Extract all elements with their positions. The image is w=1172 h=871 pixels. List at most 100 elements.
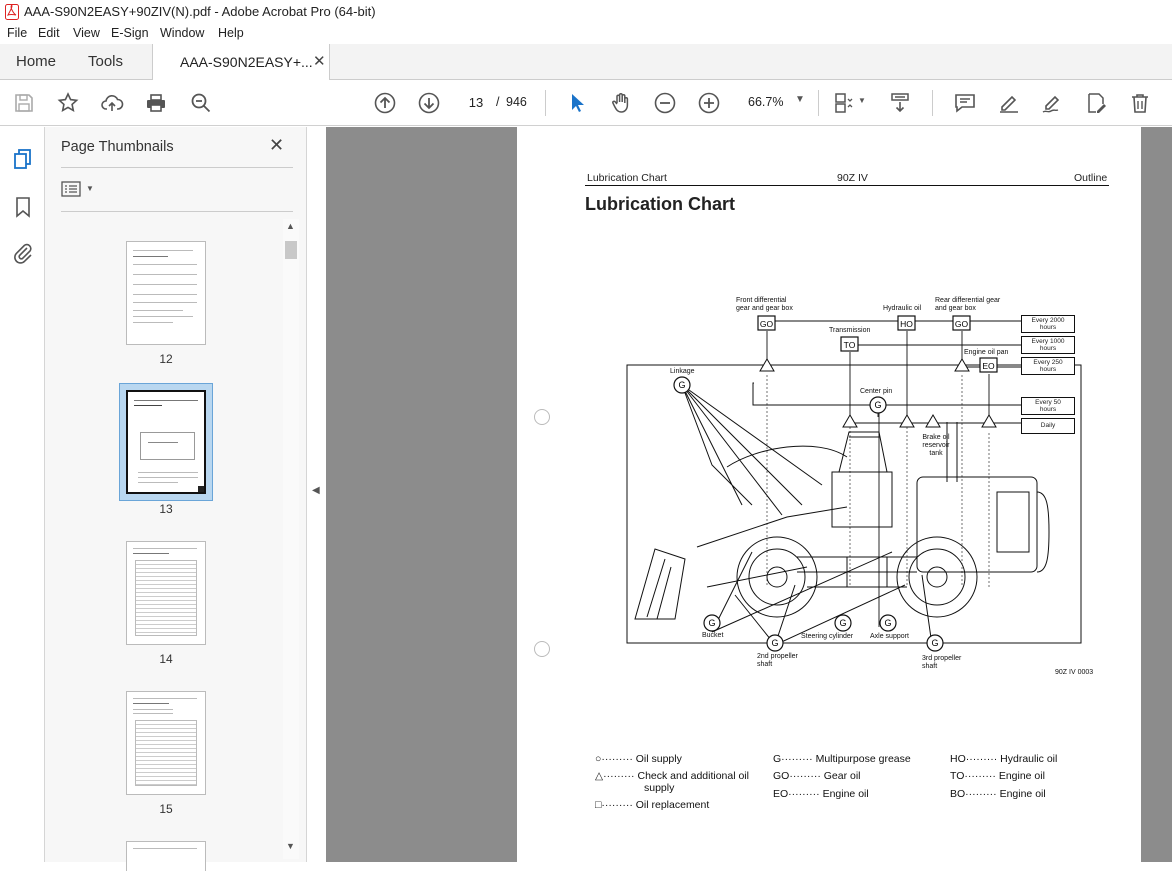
zoom-search-icon[interactable] (189, 91, 213, 115)
menu-help[interactable]: Help (218, 26, 244, 40)
menu-file[interactable]: File (7, 26, 28, 40)
collapse-panel-icon[interactable]: ◀ (312, 485, 320, 496)
legend-to: TO········· Engine oil (950, 770, 1045, 782)
menu-esign[interactable]: E-Sign (111, 26, 149, 40)
thumbnail-options-dropdown-icon[interactable]: ▼ (86, 184, 94, 193)
toolbar: 13 / 946 66.7% ▼ ▼ (0, 80, 1172, 126)
scroll-up-icon[interactable]: ▲ (286, 221, 295, 231)
close-tab-icon[interactable]: ✕ (313, 53, 326, 70)
bookmarks-icon[interactable] (11, 195, 35, 219)
close-panel-icon[interactable]: ✕ (269, 135, 285, 155)
page-up-icon[interactable] (373, 91, 397, 115)
zoom-level[interactable]: 66.7% (748, 95, 784, 109)
thumbnail-label: 13 (159, 502, 173, 516)
punch-hole (534, 409, 550, 425)
svg-text:G: G (884, 618, 891, 628)
thumbnail-page[interactable] (126, 241, 206, 345)
legend-go: GO········· Gear oil (773, 770, 861, 782)
interval-box: Daily (1021, 418, 1075, 434)
svg-text:G: G (708, 618, 715, 628)
legend-replace: □········· Oil replacement (595, 799, 710, 811)
page-number-input[interactable]: 13 (462, 92, 490, 114)
menu-edit[interactable]: Edit (38, 26, 60, 40)
page-total: 946 (506, 95, 527, 109)
comment-icon[interactable] (953, 91, 977, 115)
thumbnail-panel: Page Thumbnails ✕ ▼ 12 13 (45, 127, 307, 871)
save-icon[interactable] (12, 91, 36, 115)
pdf-app-icon (5, 4, 19, 20)
upload-cloud-icon[interactable] (100, 91, 124, 115)
thumbnail-page[interactable] (126, 541, 206, 645)
menu-window[interactable]: Window (160, 26, 205, 40)
label-hydraulic: Hydraulic oil (883, 305, 922, 312)
bookmark-star-icon[interactable] (56, 91, 80, 115)
left-rail (0, 127, 45, 862)
tab-tools[interactable]: Tools (88, 53, 124, 70)
legend-ho: HO········· Hydraulic oil (950, 753, 1058, 765)
title-bar: AAA-S90N2EASY+90ZIV(N).pdf - Adobe Acrob… (0, 0, 1172, 24)
pdf-page: Lubrication Chart 90Z IV Outline Lubrica… (517, 127, 1141, 862)
window-title: AAA-S90N2EASY+90ZIV(N).pdf - Adobe Acrob… (24, 4, 376, 19)
tab-bar: Home Tools AAA-S90N2EASY+... ✕ (0, 44, 1172, 81)
zoom-out-icon[interactable] (653, 91, 677, 115)
page-display-dropdown-icon[interactable]: ▼ (858, 96, 866, 105)
svg-text:G: G (931, 638, 938, 648)
highlight-pen-icon[interactable] (997, 91, 1021, 115)
thumbnail-page[interactable] (126, 841, 206, 871)
toolbar-divider (818, 90, 819, 116)
panel-splitter[interactable]: ◀ (307, 127, 326, 862)
svg-text:TO: TO (844, 340, 856, 350)
tab-home[interactable]: Home (16, 53, 57, 70)
select-cursor-icon[interactable] (565, 91, 589, 115)
legend-check: △········· Check and additional oil (595, 770, 749, 782)
svg-text:HO: HO (900, 319, 913, 329)
page-down-icon[interactable] (417, 91, 441, 115)
thumbnail-label: 14 (159, 652, 173, 666)
print-icon[interactable] (144, 91, 168, 115)
svg-text:GO: GO (760, 319, 774, 329)
svg-text:EO: EO (982, 361, 995, 371)
label-bucket: Bucket (702, 632, 724, 639)
page-display-icon[interactable] (832, 91, 856, 115)
label-steering: Steering cylinder (801, 633, 854, 640)
header-center: 90Z IV (837, 172, 868, 184)
page-title: Lubrication Chart (585, 194, 736, 214)
thumbnail-scrollbar[interactable]: ▲ ▼ (283, 219, 299, 859)
page-thumbnails-icon[interactable] (11, 147, 35, 171)
page-separator: / (496, 95, 500, 109)
tab-document[interactable]: AAA-S90N2EASY+... ✕ (152, 44, 330, 81)
label-axle: Axle support (870, 633, 909, 640)
legend-bo: BO········· Engine oil (950, 788, 1046, 800)
label-center-pin: Center pin (860, 388, 893, 395)
thumbnail-selected[interactable] (119, 383, 213, 501)
legend-check-cont: supply (644, 782, 675, 794)
svg-text:GO: GO (955, 319, 969, 329)
toolbar-divider (545, 90, 546, 116)
svg-text:G: G (839, 618, 846, 628)
legend-oil-supply: ○········· Oil supply (595, 753, 682, 765)
header-left: Lubrication Chart (587, 172, 667, 184)
zoom-dropdown-icon[interactable]: ▼ (795, 94, 805, 105)
hand-tool-icon[interactable] (609, 91, 633, 115)
edit-pdf-icon[interactable] (1084, 91, 1108, 115)
delete-icon[interactable] (1128, 91, 1152, 115)
svg-text:G: G (874, 400, 881, 410)
header-right: Outline (1074, 172, 1108, 184)
scroll-down-icon[interactable]: ▼ (286, 841, 295, 851)
scroll-mode-icon[interactable] (888, 91, 912, 115)
scrollbar-thumb[interactable] (285, 241, 297, 259)
panel-divider (61, 211, 293, 212)
zoom-in-icon[interactable] (697, 91, 721, 115)
thumbnail-options-icon[interactable] (61, 181, 81, 197)
menu-bar: File Edit View E-Sign Window Help (0, 24, 1172, 44)
menu-view[interactable]: View (73, 26, 100, 40)
sign-icon[interactable] (1040, 91, 1064, 115)
thumbnail-page[interactable] (126, 691, 206, 795)
attachments-icon[interactable] (11, 241, 35, 265)
